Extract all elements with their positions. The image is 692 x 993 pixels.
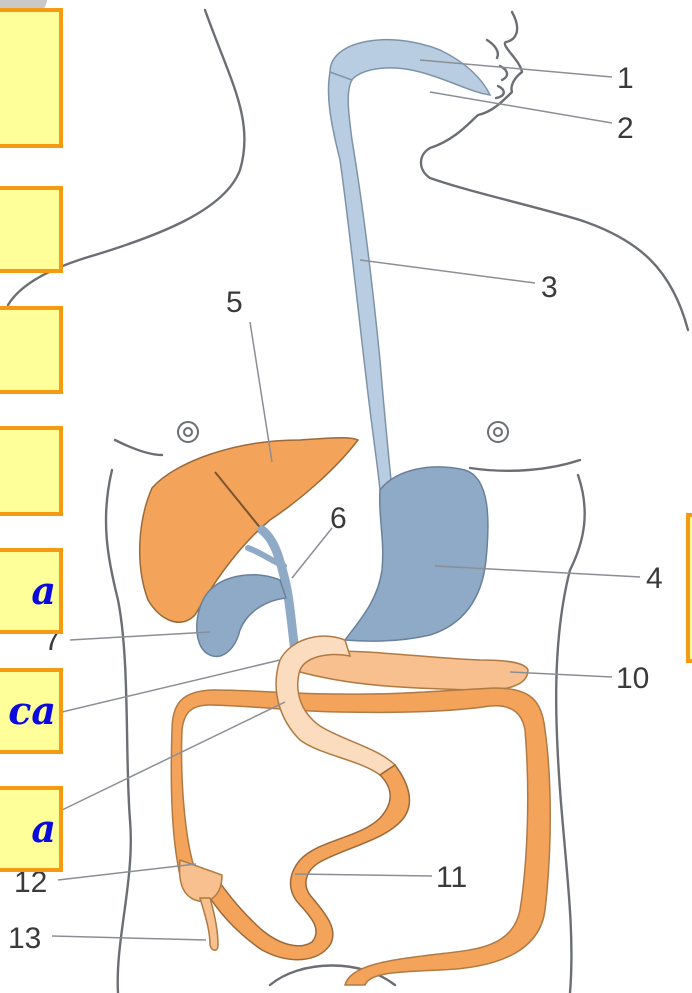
label-5: 5 [226,286,243,319]
lips-outline [496,66,507,98]
label-10: 10 [616,662,649,695]
answer-box-3[interactable] [0,306,63,394]
answer-box-right[interactable] [686,513,692,663]
cecum [180,860,222,901]
answer-box-7[interactable]: a [0,786,63,872]
answer-box-6[interactable]: ca [0,668,63,754]
label-1: 1 [617,62,634,95]
answer-box-4[interactable] [0,426,63,516]
label-4: 4 [646,562,663,595]
answer-box-1[interactable] [0,8,63,148]
answer-box-7-text: a [31,810,59,848]
chest-right-outline [470,460,580,471]
label-2: 2 [617,112,634,145]
right-nipple-icon [488,422,508,442]
small-intestine [205,765,409,960]
oral-cavity [330,40,490,95]
answer-box-5-text: a [31,572,59,610]
left-torso-outline [106,470,131,993]
stomach [345,467,488,641]
esophagus [328,72,392,490]
right-torso-outline [556,475,585,993]
answer-box-5[interactable]: a [0,548,63,634]
left-nipple-icon [178,422,198,442]
pancreas [300,651,528,690]
label-11: 11 [436,861,467,894]
label-3: 3 [541,271,558,304]
answer-box-2[interactable] [0,186,63,273]
label-6: 6 [330,502,347,535]
label-13: 13 [8,922,41,955]
nose-outline [487,40,498,58]
answer-box-6-text: ca [8,692,59,730]
chest-left-outline [115,440,162,455]
